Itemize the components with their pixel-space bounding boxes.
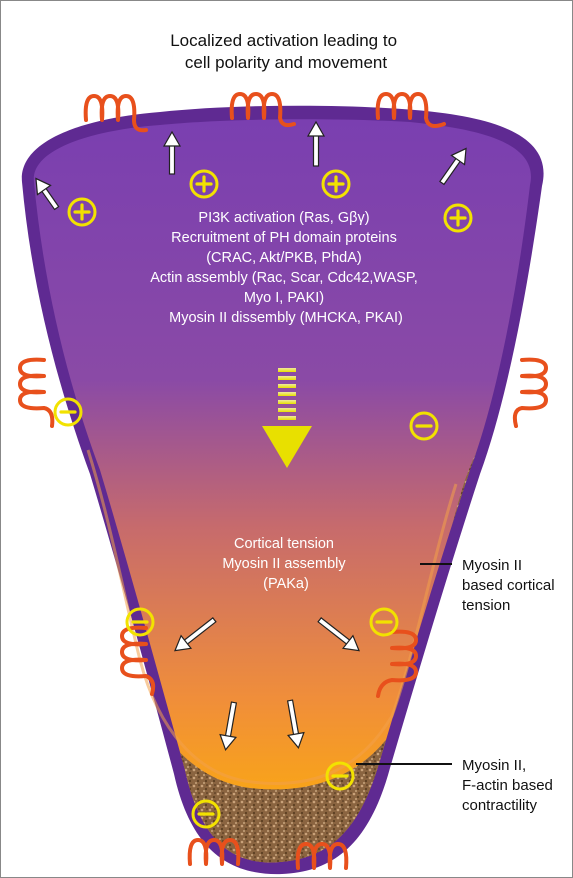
front-line-5: Myo I, PAKI) [244, 290, 324, 306]
tension-label-line-1: Myosin II [462, 557, 522, 574]
receptor-icon [20, 360, 52, 426]
title-line-1: Localized activation leading to [170, 31, 397, 50]
front-line-2: Recruitment of PH domain proteins [171, 230, 397, 246]
tension-label: Myosin II based cortical tension [462, 557, 559, 614]
title-line-2: cell polarity and movement [185, 53, 387, 72]
contractility-label-line-1: Myosin II, [462, 757, 526, 774]
figure-title: Localized activation leading to cell pol… [170, 31, 402, 72]
contractility-label-line-2: F-actin based [462, 777, 553, 794]
front-line-1: PI3K activation (Ras, Gβγ) [198, 210, 369, 226]
receptor-icon [515, 360, 546, 426]
front-line-4: Actin assembly (Rac, Scar, Cdc42,WASP, [150, 270, 418, 286]
rear-line-3: (PAKa) [263, 576, 309, 592]
tension-label-line-2: based cortical [462, 577, 555, 594]
contractility-label: Myosin II, F-actin based contractility [462, 757, 557, 814]
contractility-label-line-3: contractility [462, 797, 538, 814]
front-line-6: Myosin II dissembly (MHCKA, PKAI) [169, 310, 403, 326]
rear-line-2: Myosin II assembly [222, 556, 346, 572]
rear-line-1: Cortical tension [234, 536, 334, 552]
tension-label-line-3: tension [462, 597, 510, 614]
front-line-3: (CRAC, Akt/PKB, PhdA) [206, 250, 362, 266]
